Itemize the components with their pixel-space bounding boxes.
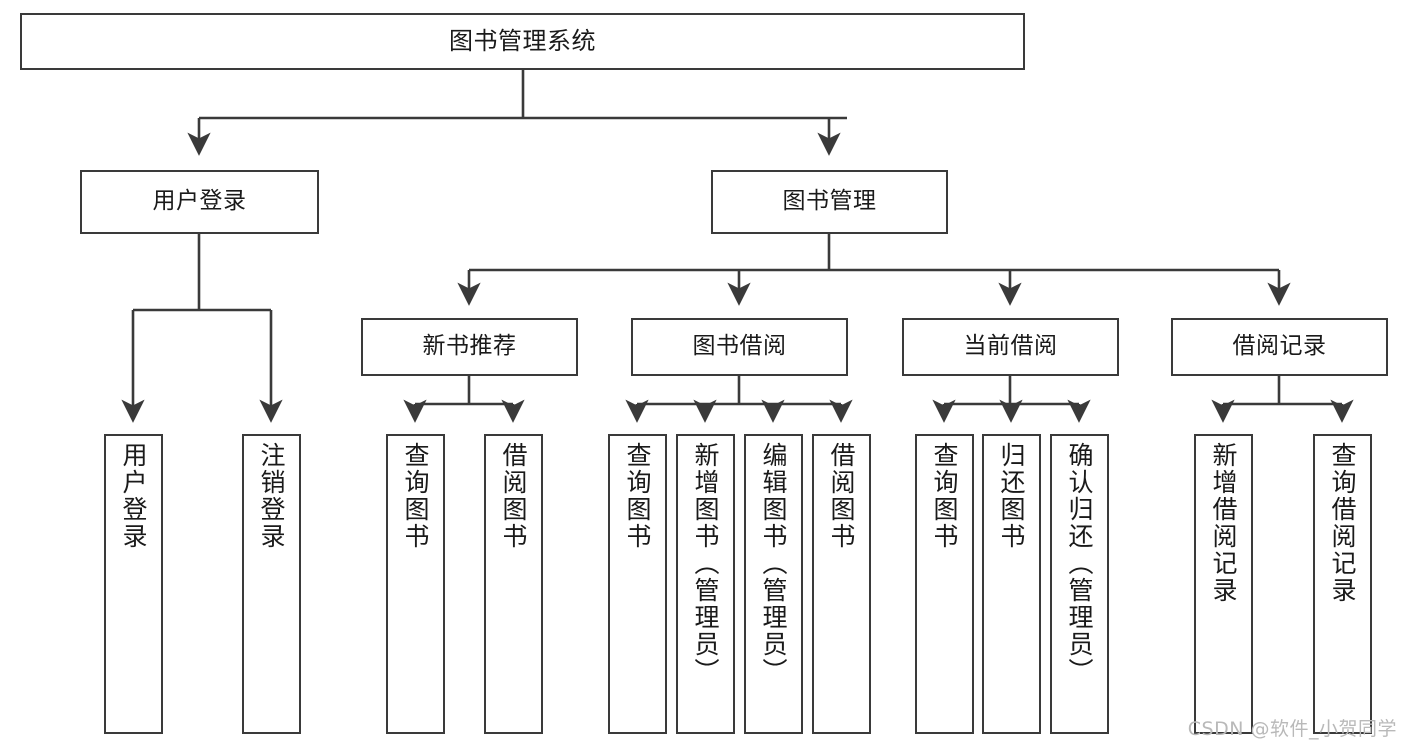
leaf-user-login-logout[interactable]: 注销登录 [242,434,301,734]
node-current-borrow[interactable]: 当前借阅 [902,318,1119,376]
node-label: 图书管理系统 [449,27,596,56]
node-new-book-recommend[interactable]: 新书推荐 [361,318,578,376]
leaf-current-borrow-return-book[interactable]: 归还图书 [982,434,1041,734]
node-label: 当前借阅 [963,333,1058,360]
node-label: 查询图书 [930,442,959,550]
leaf-book-borrow-add-book[interactable]: 新增图书（管理员） [676,434,735,734]
node-label: 归还图书 [997,442,1026,550]
node-label: 用户登录 [152,188,247,215]
node-label: 图书管理 [782,188,877,215]
node-label: 查询图书 [623,442,652,550]
leaf-user-login-login[interactable]: 用户登录 [104,434,163,734]
node-label: 新增借阅记录 [1209,442,1238,604]
node-label: 借阅图书 [827,442,856,550]
node-book-management[interactable]: 图书管理 [711,170,948,234]
node-label: 注销登录 [257,442,286,550]
leaf-borrow-record-add-record[interactable]: 新增借阅记录 [1194,434,1253,734]
leaf-new-book-query-book[interactable]: 查询图书 [386,434,445,734]
node-label: 借阅图书 [499,442,528,550]
leaf-book-borrow-borrow-book[interactable]: 借阅图书 [812,434,871,734]
watermark-text: CSDN @软件_小贺同学 [1187,718,1397,740]
node-user-login[interactable]: 用户登录 [80,170,319,234]
node-label: 图书借阅 [692,333,787,360]
node-label: 查询借阅记录 [1328,442,1357,604]
leaf-borrow-record-query-record[interactable]: 查询借阅记录 [1313,434,1372,734]
node-label: 借阅记录 [1232,333,1327,360]
node-label: 新增图书（管理员） [691,442,720,685]
node-label: 编辑图书（管理员） [759,442,788,685]
leaf-book-borrow-edit-book[interactable]: 编辑图书（管理员） [744,434,803,734]
node-borrow-record[interactable]: 借阅记录 [1171,318,1388,376]
leaf-current-borrow-confirm-return[interactable]: 确认归还（管理员） [1050,434,1109,734]
node-label: 新书推荐 [422,333,517,360]
node-root-system[interactable]: 图书管理系统 [20,13,1025,70]
node-label: 确认归还（管理员） [1065,442,1094,685]
leaf-current-borrow-query-book[interactable]: 查询图书 [915,434,974,734]
node-label: 用户登录 [119,442,148,550]
node-label: 查询图书 [401,442,430,550]
leaf-book-borrow-query-book[interactable]: 查询图书 [608,434,667,734]
node-book-borrow[interactable]: 图书借阅 [631,318,848,376]
leaf-new-book-borrow-book[interactable]: 借阅图书 [484,434,543,734]
